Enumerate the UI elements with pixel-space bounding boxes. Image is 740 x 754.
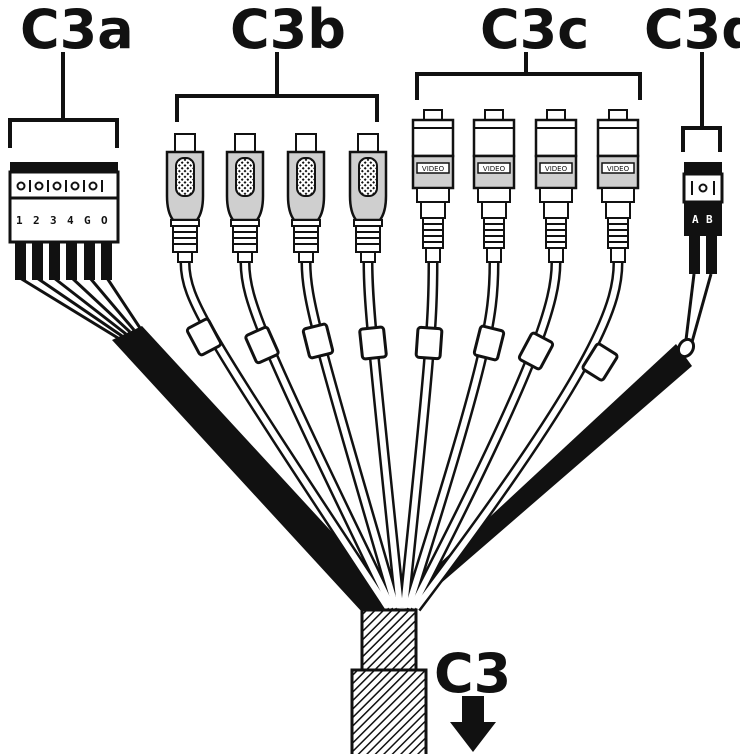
bnc-connector: VIDEO bbox=[534, 109, 578, 263]
c3c-bnc-connectors: VIDEO VIDEO bbox=[411, 109, 640, 263]
rs485-pin-label: B bbox=[706, 213, 713, 226]
bnc-label: VIDEO bbox=[545, 165, 568, 173]
label-c3d: C3d bbox=[644, 0, 740, 61]
ferrite-bead bbox=[472, 324, 506, 362]
ferrite-bead bbox=[414, 325, 444, 361]
bracket-c3a bbox=[8, 52, 119, 148]
main-c3-cable bbox=[350, 608, 428, 754]
ferrite-bead bbox=[185, 317, 223, 357]
brackets bbox=[8, 52, 722, 152]
c3d-rs485-connector: A B bbox=[676, 162, 724, 359]
ferrite-bead bbox=[581, 342, 619, 382]
c3a-terminal-block: 1 2 3 4 G O bbox=[8, 162, 120, 280]
bracket-c3d bbox=[681, 52, 722, 152]
pin-label: O bbox=[101, 214, 108, 227]
pin-label: G bbox=[84, 214, 91, 227]
rs485-pin-label: A bbox=[692, 213, 699, 226]
bnc-label: VIDEO bbox=[607, 165, 630, 173]
pin-label: 1 bbox=[16, 214, 23, 227]
bnc-label: VIDEO bbox=[483, 165, 506, 173]
ferrite-bead bbox=[358, 325, 388, 361]
c3a-cable-bundle bbox=[112, 326, 400, 612]
ferrite-bead bbox=[517, 331, 555, 371]
ferrite-bead bbox=[244, 325, 280, 365]
terminal-pin-labels: 1 2 3 4 G O bbox=[16, 214, 108, 227]
pin-label: 3 bbox=[50, 214, 57, 227]
rca-plug bbox=[225, 133, 265, 263]
bnc-connector: VIDEO bbox=[411, 109, 455, 263]
bnc-label: VIDEO bbox=[422, 165, 445, 173]
label-c3b: C3b bbox=[230, 0, 346, 61]
label-c3: C3 bbox=[434, 642, 511, 705]
rca-plug bbox=[348, 133, 388, 263]
bnc-connector: VIDEO bbox=[596, 109, 640, 263]
terminal-wire-pins bbox=[15, 242, 112, 280]
c3b-rca-plugs bbox=[165, 133, 388, 263]
bnc-connector: VIDEO bbox=[472, 109, 516, 263]
branch-cables bbox=[179, 261, 624, 612]
ferrite-beads bbox=[185, 317, 619, 382]
ferrite-bead bbox=[301, 322, 335, 360]
rca-plug bbox=[286, 133, 326, 263]
terminal-screws bbox=[16, 180, 103, 192]
pin-label: 4 bbox=[67, 214, 74, 227]
pin-label: 2 bbox=[33, 214, 40, 227]
label-c3c: C3c bbox=[480, 0, 589, 61]
arrow-down-icon bbox=[450, 696, 496, 752]
label-c3a: C3a bbox=[20, 0, 134, 61]
bracket-c3b bbox=[175, 52, 379, 122]
rs485-screws bbox=[691, 181, 715, 195]
c3a-wires bbox=[19, 276, 142, 340]
bracket-c3c bbox=[415, 52, 642, 100]
rca-plug bbox=[165, 133, 205, 263]
